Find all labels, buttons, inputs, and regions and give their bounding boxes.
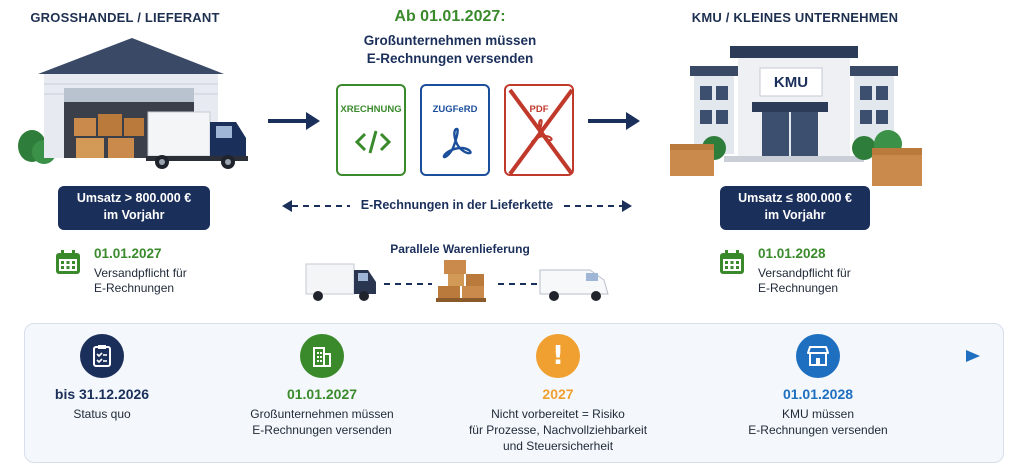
timeline-desc: Großunternehmen müssen E-Rechnungen vers… (222, 406, 422, 438)
supply-chain-label: E-Rechnungen in der Lieferkette (360, 198, 554, 212)
right-desc: Versandpflicht für E-Rechnungen (758, 266, 851, 296)
pdf-logo-icon (442, 127, 472, 159)
timeline-date: 01.01.2027 (286, 386, 358, 402)
doc-zugferd-label: ZUGFeRD (432, 104, 478, 115)
doc-pdf: PDF (504, 84, 574, 176)
timeline-desc: Status quo (32, 406, 172, 422)
timeline-marker-status-quo (80, 334, 124, 378)
supply-chain-arrow (282, 200, 632, 212)
timeline-desc-line: KMU müssen (781, 407, 855, 421)
right-desc-line2: E-Rechnungen (758, 281, 839, 295)
timeline-desc-line: und Steuersicherheit (502, 439, 614, 453)
timeline-marker-risk: ! (536, 334, 580, 378)
right-date: 01.01.2028 (758, 246, 826, 261)
timeline-desc-line: für Prozesse, Nachvollziehbarkeit (468, 423, 648, 437)
parallel-delivery-label: Parallele Warenlieferung (390, 242, 530, 256)
timeline-date: 01.01.2028 (782, 386, 854, 402)
code-icon (355, 130, 391, 154)
right-title: KMU / KLEINES UNTERNEHMEN (691, 10, 899, 25)
kmu-building-illustration (670, 46, 922, 186)
pdf-crossed-icon (508, 88, 574, 176)
shop-icon (807, 346, 829, 366)
timeline-marker-2028 (796, 334, 840, 378)
right-revenue-line2: im Vorjahr (764, 208, 826, 222)
calendar-icon (56, 250, 80, 274)
left-title: GROSSHANDEL / LIEFERANT (30, 10, 220, 25)
checklist-icon (93, 345, 111, 367)
arrow-right-icon (588, 112, 640, 130)
doc-xrechnung: XRECHNUNG (336, 84, 406, 176)
right-revenue-line1: Umsatz ≤ 800.000 € (738, 191, 852, 205)
left-desc-line2: E-Rechnungen (94, 281, 175, 295)
calendar-icon (720, 250, 744, 274)
timeline-date: bis 31.12.2026 (54, 386, 150, 402)
left-revenue-line2: im Vorjahr (103, 208, 165, 222)
right-revenue-box: Umsatz ≤ 800.000 € im Vorjahr (720, 186, 870, 230)
timeline-desc: Nicht vorbereitet = Risiko für Prozesse,… (448, 406, 668, 454)
timeline-date: 2027 (542, 386, 574, 402)
left-desc: Versandpflicht für E-Rechnungen (94, 266, 187, 296)
arrow-right-icon (268, 112, 320, 130)
timeline-desc-line: Großunternehmen müssen (250, 407, 394, 421)
exclamation-icon: ! (552, 341, 564, 371)
left-revenue-box: Umsatz > 800.000 € im Vorjahr (58, 186, 210, 230)
timeline-desc-line: E-Rechnungen versenden (748, 423, 888, 437)
timeline-panel (24, 323, 1004, 463)
parallel-delivery-illustration (305, 260, 609, 302)
doc-zugferd: ZUGFeRD (420, 84, 490, 176)
doc-pdf-label: PDF (529, 104, 549, 115)
timeline-desc: KMU müssen E-Rechnungen versenden (718, 406, 918, 438)
timeline-desc-line: Nicht vorbereitet = Risiko (491, 407, 625, 421)
center-sub-line1: Großunternehmen müssen (363, 33, 537, 48)
left-desc-line1: Versandpflicht für (94, 266, 187, 280)
center-subheadline: Großunternehmen müssen E-Rechnungen vers… (320, 32, 580, 68)
left-date: 01.01.2027 (94, 246, 162, 261)
timeline-desc-line: Status quo (73, 407, 131, 421)
kmu-sign: KMU (773, 74, 809, 91)
right-desc-line1: Versandpflicht für (758, 266, 851, 280)
timeline-marker-2027 (300, 334, 344, 378)
center-headline: Ab 01.01.2027: (394, 8, 506, 25)
doc-xrechnung-label: XRECHNUNG (340, 104, 402, 115)
warehouse-illustration (18, 38, 248, 169)
center-sub-line2: E-Rechnungen versenden (366, 51, 534, 66)
left-revenue-line1: Umsatz > 800.000 € (76, 191, 192, 205)
timeline-desc-line: E-Rechnungen versenden (252, 423, 392, 437)
building-icon (313, 347, 331, 367)
